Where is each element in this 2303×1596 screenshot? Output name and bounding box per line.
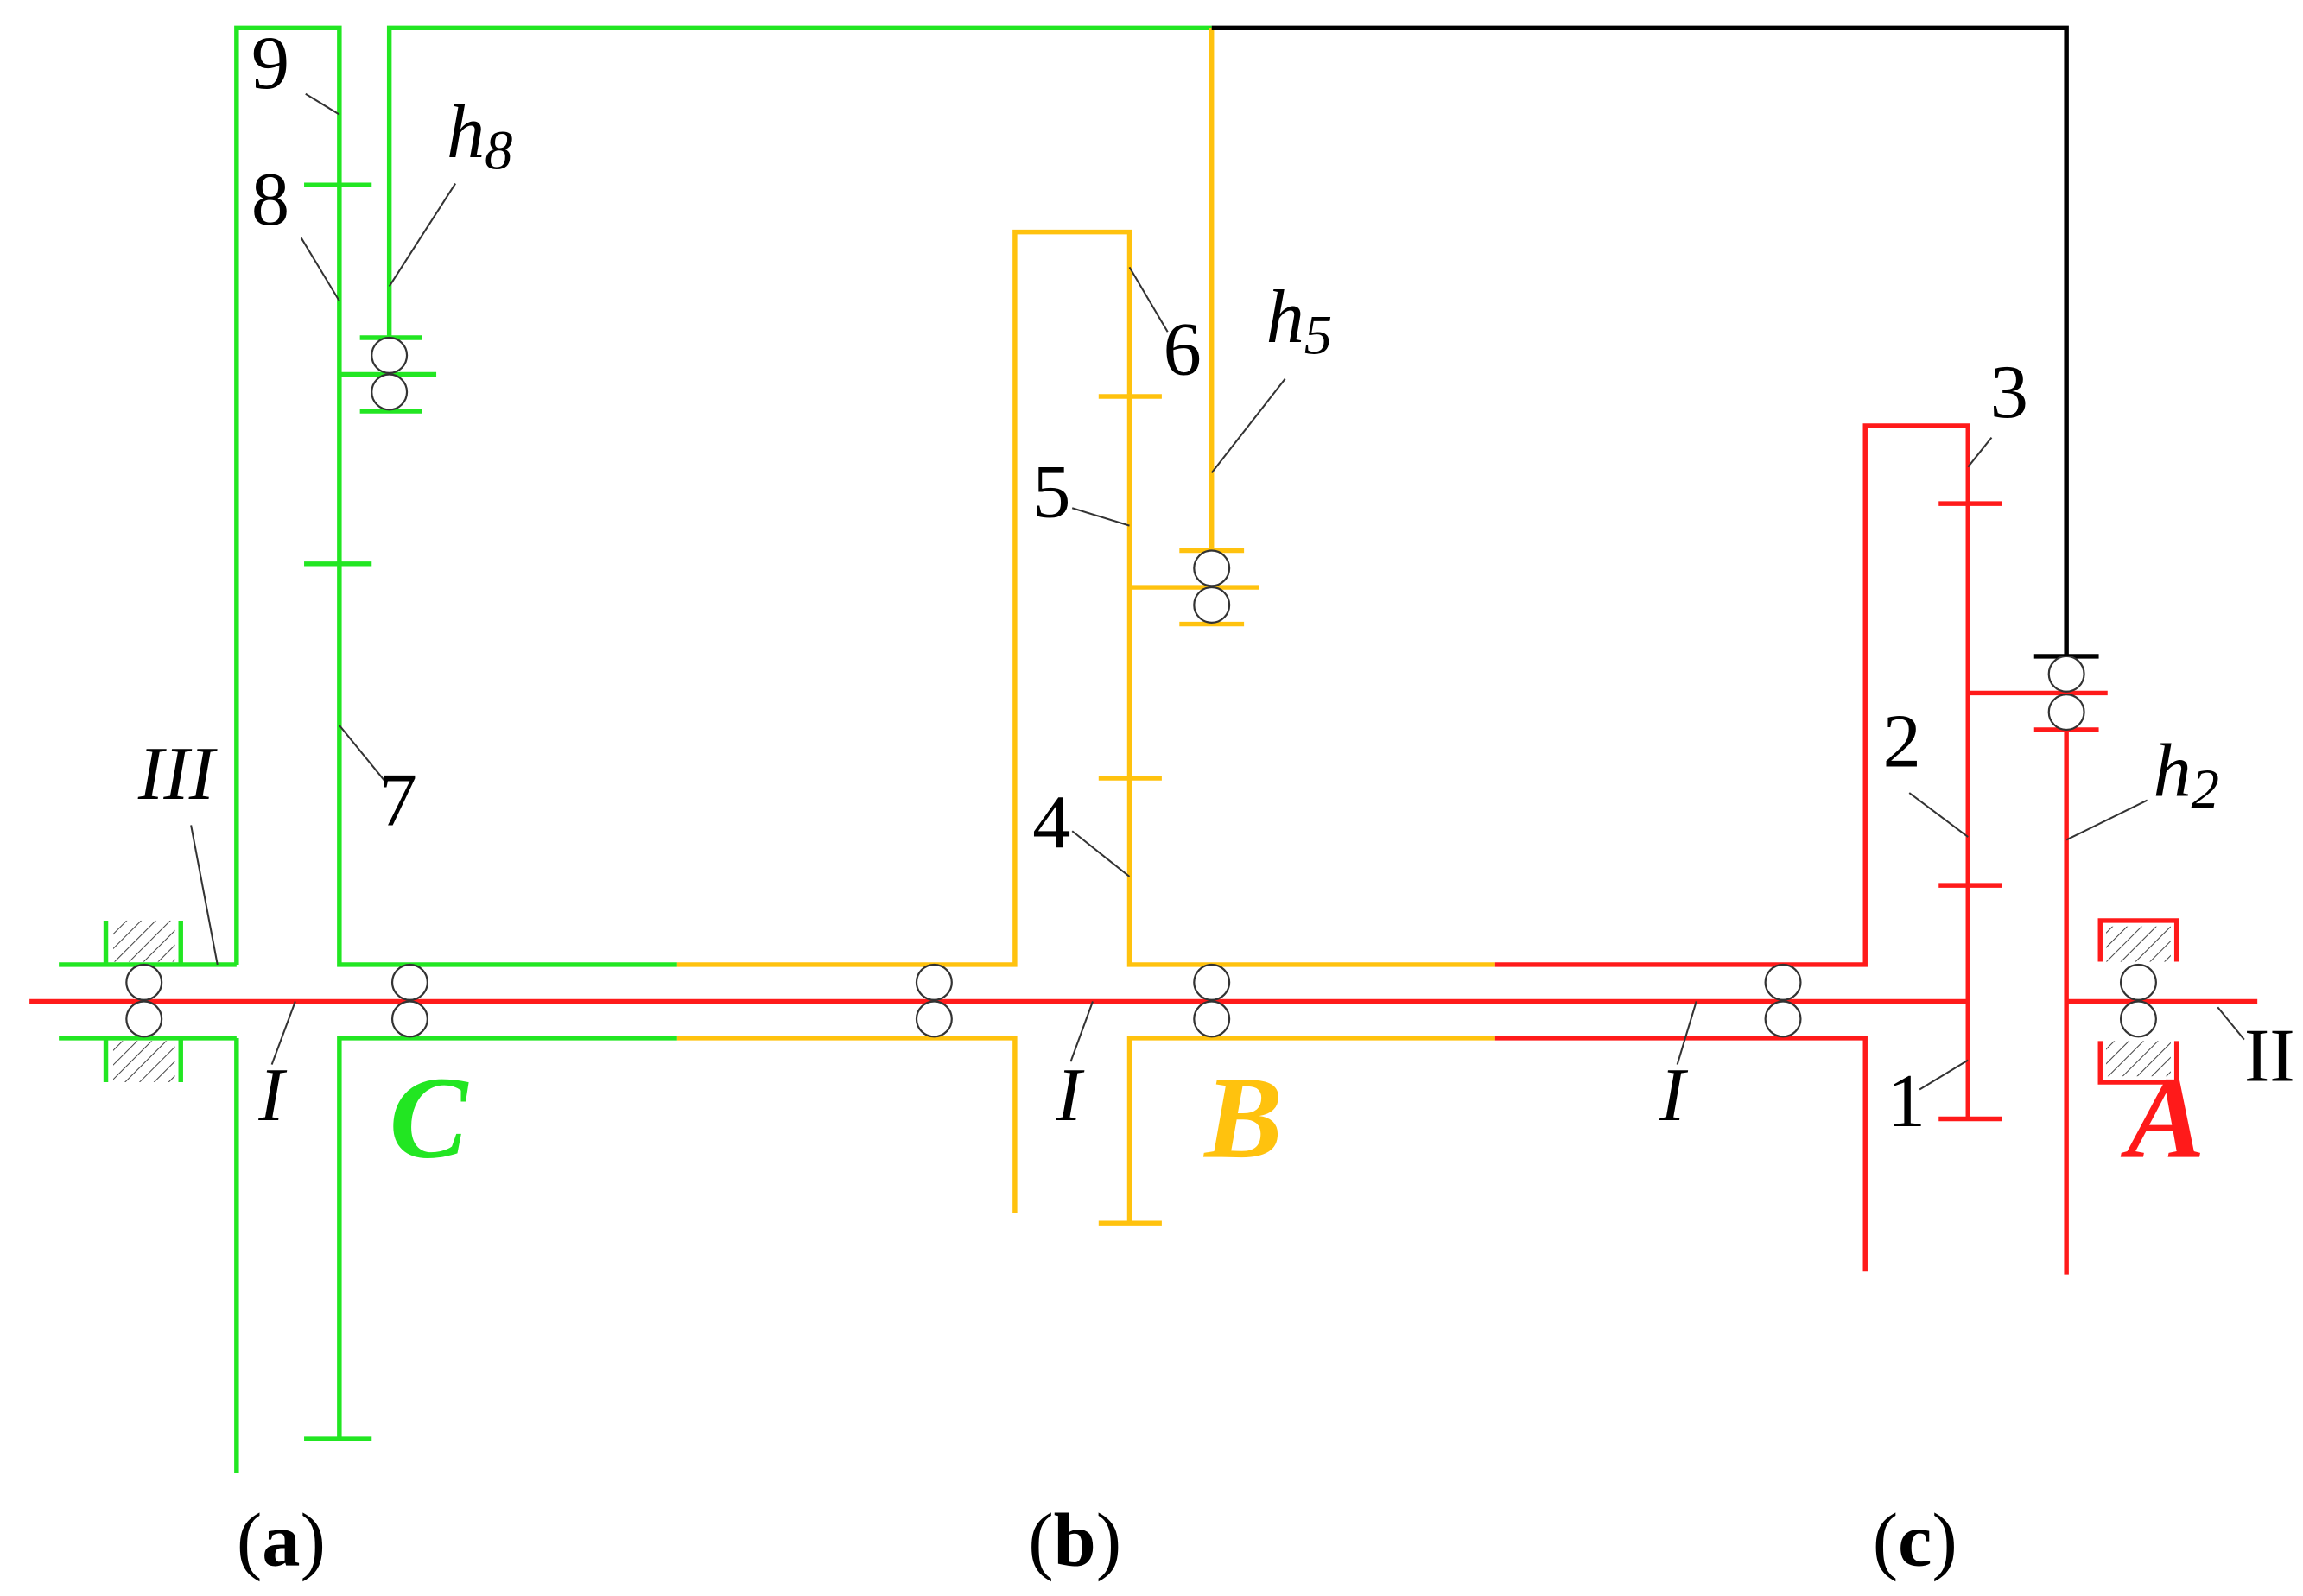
label-shaft-I-c: I: [257, 1053, 287, 1137]
ring-gear-6-housing-upper: [676, 229, 1495, 967]
bearing-a-upper: [1764, 963, 1802, 1001]
carrier-h8-arm: [386, 25, 1212, 339]
label-shaft-II: II: [2244, 1013, 2295, 1098]
panel-label-b: (b): [1028, 1498, 1121, 1582]
planet-5-bearing-lower: [1193, 586, 1231, 624]
panel-label-a: (a): [237, 1498, 326, 1582]
sun-gear-7-lower: [337, 1036, 677, 1440]
label-shaft-I-b: I: [1055, 1053, 1084, 1137]
ring-gear-3-housing-upper: [1494, 423, 1970, 1119]
module-b-structure: [676, 28, 1495, 1226]
bearings: [125, 336, 2157, 1038]
module-a-structure: [29, 423, 2258, 1275]
bearing-right-ground-lower: [2119, 1000, 2157, 1038]
label-carrier-h5: h5: [1266, 275, 1333, 366]
label-gear-9: 9: [251, 21, 289, 105]
leader-h8: [388, 182, 457, 288]
planet-8-bearing-lower: [371, 373, 409, 411]
label-shaft-I-a: I: [1659, 1053, 1688, 1137]
leader-h5: [1210, 377, 1286, 474]
leader-8: [300, 237, 340, 302]
bearing-c-upper: [390, 963, 428, 1001]
panel-label-c: (c): [1873, 1498, 1957, 1582]
planet-2-bearing-upper: [2047, 655, 2085, 693]
leader-4: [1071, 830, 1131, 877]
label-shaft-III: III: [137, 732, 218, 816]
ground-hatch-right-bottom: [2106, 1041, 2171, 1077]
bearing-c-lower: [390, 1000, 428, 1038]
bearing-bc-upper: [915, 963, 953, 1001]
leader-6: [1128, 266, 1169, 332]
label-gear-7: 7: [379, 757, 417, 842]
label-gear-4: 4: [1032, 780, 1070, 864]
leader-h2: [2065, 799, 2148, 841]
ring-gear-9-housing-upper: [234, 25, 677, 967]
label-gear-8: 8: [251, 157, 289, 242]
leader-5: [1071, 507, 1130, 527]
label-gear-2: 2: [1883, 699, 1921, 783]
bearing-b-lower: [1193, 1000, 1231, 1038]
ring-gear-6-housing-lower: [676, 1036, 1018, 1213]
ground-right-top: [2097, 918, 2179, 962]
label-gear-1: 1: [1887, 1059, 1926, 1143]
leader-7: [339, 725, 386, 782]
label-gear-5: 5: [1032, 449, 1070, 534]
leader-9: [305, 92, 340, 116]
leader-II: [2217, 1006, 2245, 1041]
label-module-a: A: [2120, 1054, 2205, 1183]
label-module-c: C: [390, 1054, 469, 1183]
leader-III: [190, 825, 219, 966]
planet-5-bearing-upper: [1193, 549, 1231, 587]
bearing-b-upper: [1193, 963, 1231, 1001]
ground-hatching: [113, 920, 2171, 1082]
ring-gear-3-housing-lower: [1494, 1036, 1868, 1272]
carrier-link-line: [1211, 25, 2069, 656]
leader-3: [1967, 436, 1993, 468]
label-carrier-h2: h2: [2153, 728, 2219, 820]
label-carrier-h8: h8: [447, 90, 512, 181]
leader-I-c: [270, 1001, 296, 1065]
bearing-bc-lower: [915, 1000, 953, 1038]
leader-2: [1908, 792, 1969, 838]
label-gear-6: 6: [1164, 307, 1202, 392]
bearing-left-ground-upper: [125, 963, 163, 1001]
sun-gear-4-lower: [1126, 1036, 1495, 1224]
ground-hatch-left-bottom: [113, 1041, 175, 1082]
leader-1: [1919, 1059, 1969, 1091]
leader-lines: [190, 92, 2245, 1091]
labels: 9 8 7 h8 III I C 6 5 4 h5 I B 3 2 1 h2 I…: [137, 21, 2295, 1582]
ground-right-bottom: [2097, 1041, 2179, 1085]
label-gear-3: 3: [1990, 350, 2028, 434]
leader-I-b: [1069, 1001, 1094, 1062]
module-c-structure: [59, 25, 1212, 1473]
planet-8-bearing-upper: [371, 336, 409, 374]
ground-hatch-left-top: [113, 920, 175, 962]
label-module-b: B: [1202, 1054, 1283, 1183]
bearing-a-lower: [1764, 1000, 1802, 1038]
ground-hatch-right-top: [2106, 926, 2171, 962]
bearing-right-ground-upper: [2119, 963, 2157, 1001]
planet-2-bearing-lower: [2047, 694, 2085, 732]
bearing-left-ground-lower: [125, 1000, 163, 1038]
leader-I-a: [1676, 1001, 1697, 1065]
